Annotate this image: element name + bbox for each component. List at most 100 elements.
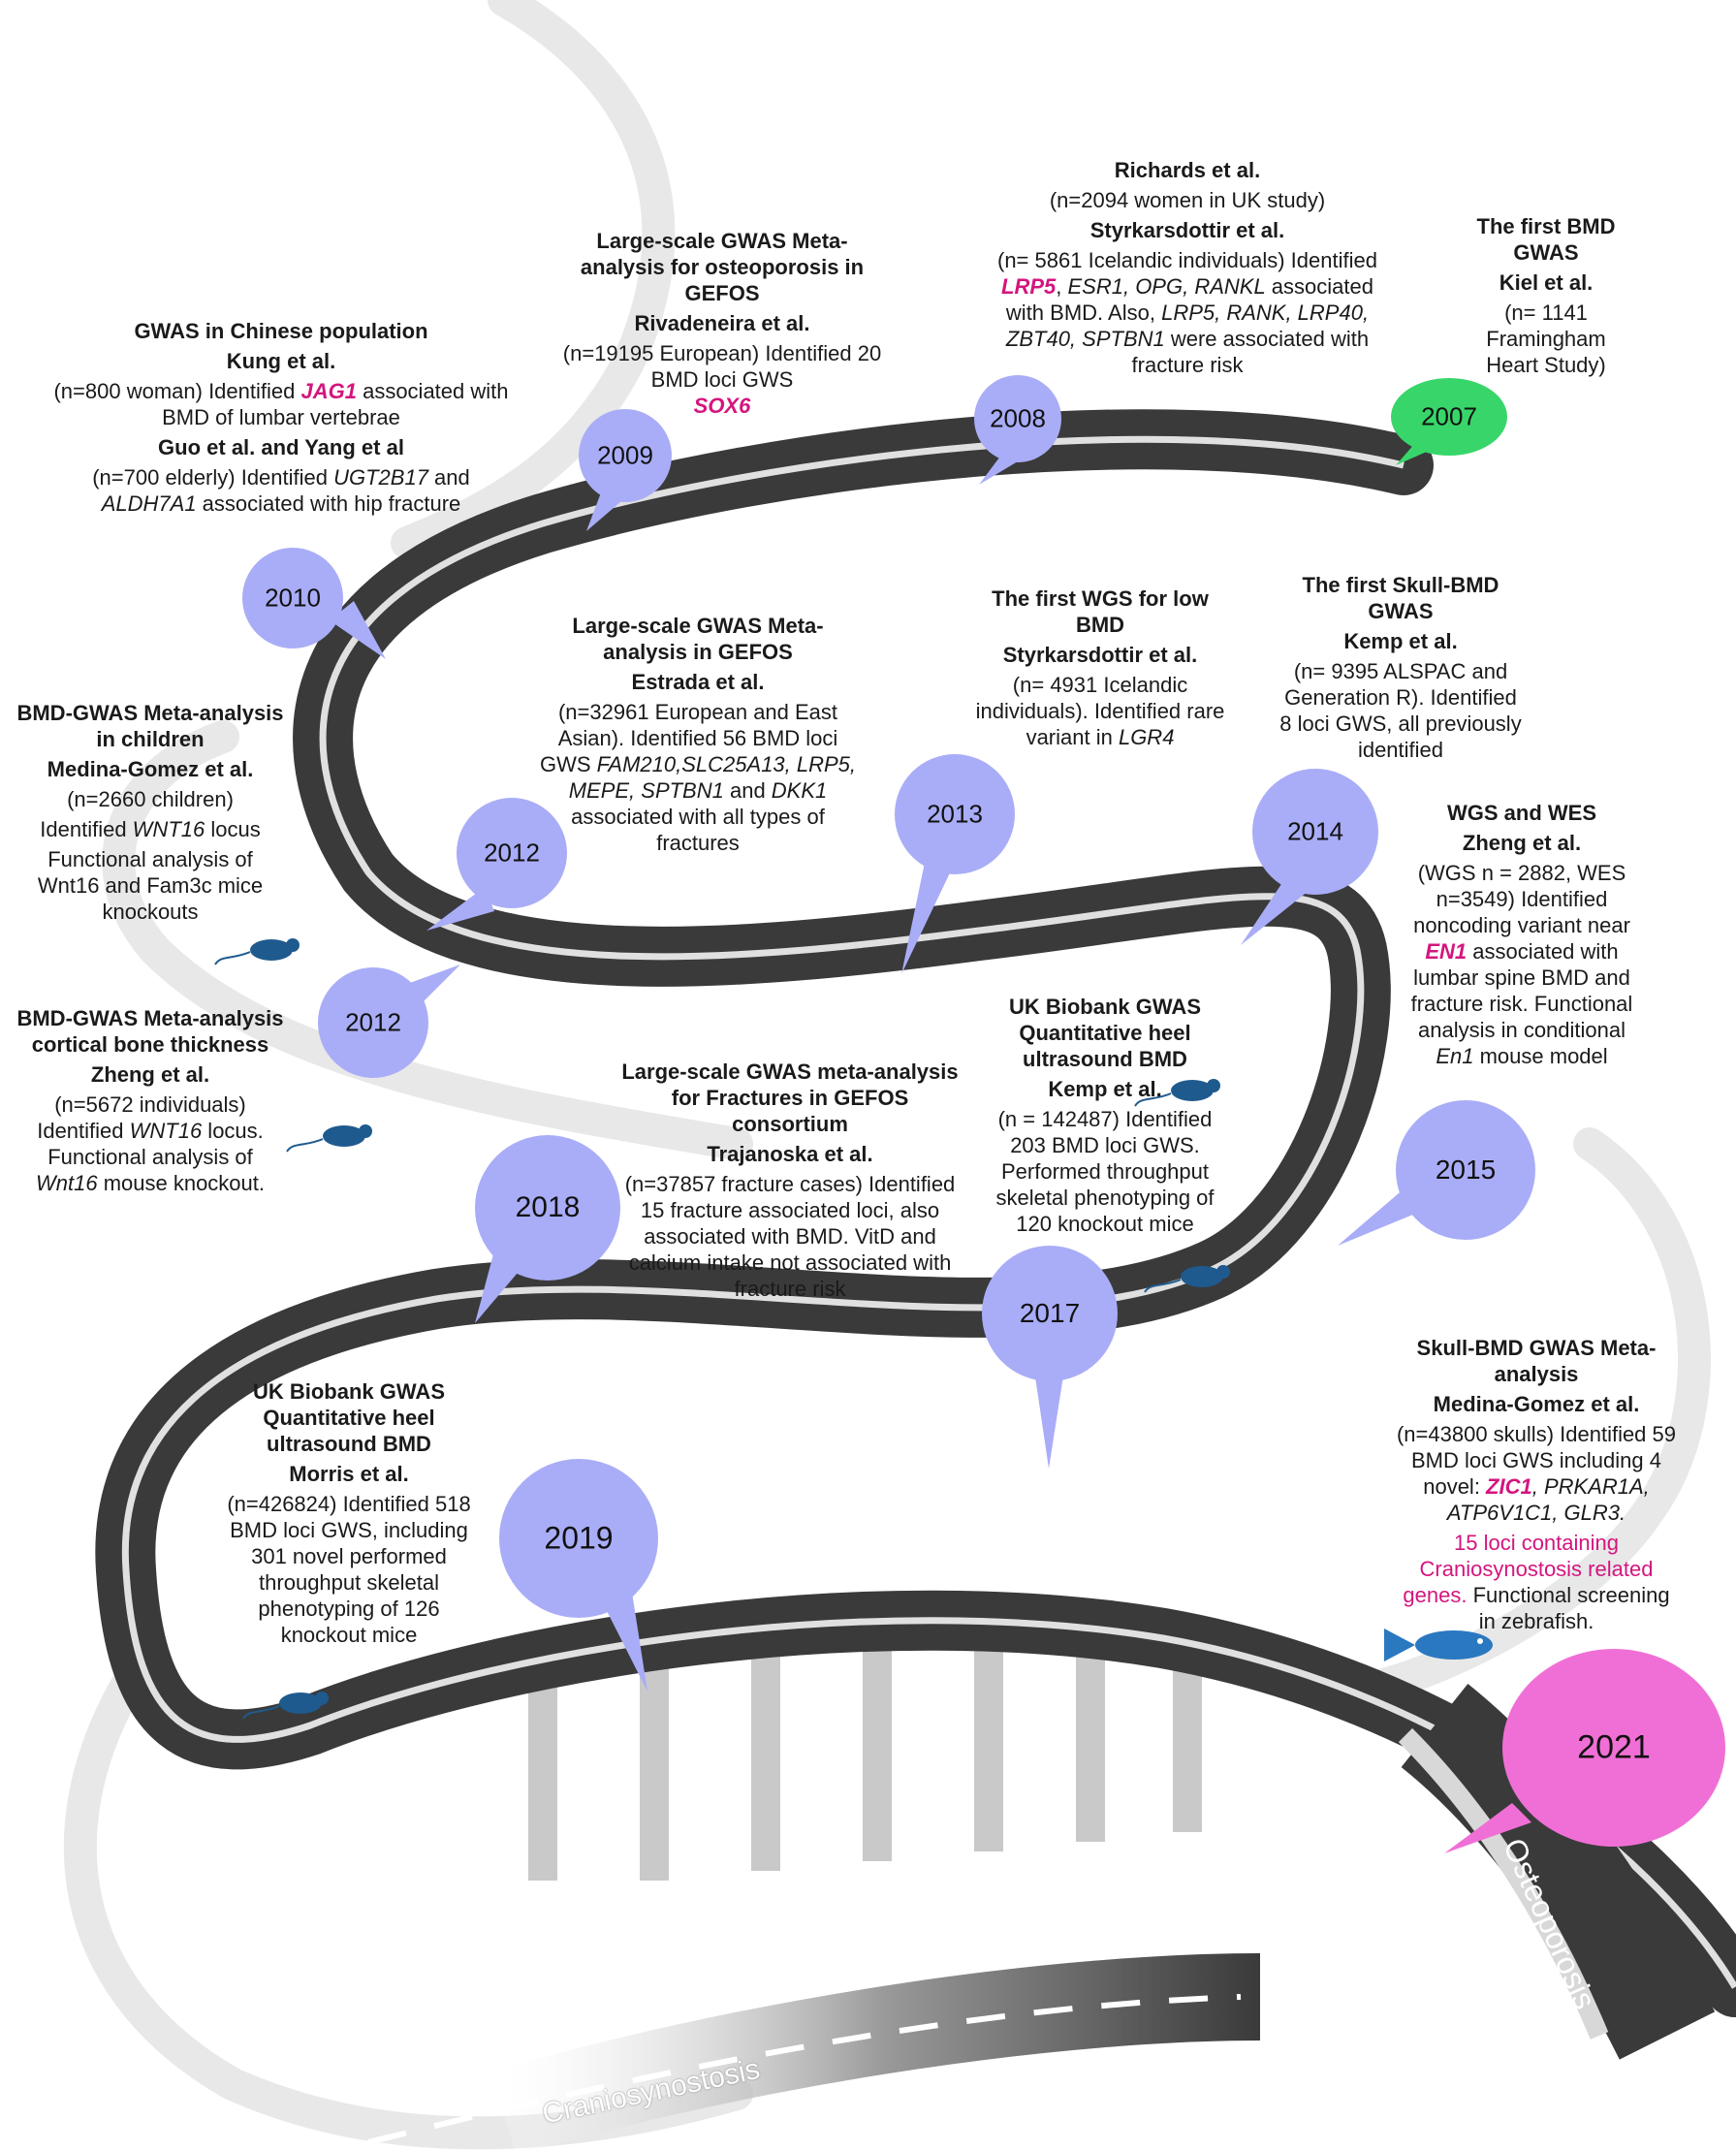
mouse-icon — [214, 938, 300, 965]
desc-part: associated with hip fracture — [196, 491, 461, 516]
study-desc: (n=19195 European) Identified 20 BMD loc… — [562, 341, 882, 392]
study-2014: The first Skull-BMD GWAS Kemp et al. (n=… — [1279, 572, 1522, 763]
study-2007: The first BMD GWAS Kiel et al. (n= 1141 … — [1459, 213, 1633, 378]
study-2015: WGS and WES Zheng et al. (WGS n = 2882, … — [1401, 800, 1643, 1069]
gene-highlight: ZIC1 — [1486, 1474, 1532, 1499]
mouse-icon — [1144, 1265, 1230, 1293]
gene-list: FAM210,SLC25A13, LRP5, MEPE, SPTBN1 — [568, 752, 857, 803]
desc-part: and — [723, 778, 772, 803]
study-desc: Identified WNT16 locus — [15, 816, 286, 842]
study-title: GWAS in Chinese population — [134, 319, 428, 343]
year-2015: 2015 — [1435, 1155, 1497, 1185]
desc-part: Identified — [40, 817, 133, 841]
study-2019: UK Biobank GWAS Quantitative heel ultras… — [223, 1378, 475, 1648]
bubble-2012b — [318, 965, 460, 1078]
year-2021: 2021 — [1577, 1728, 1651, 1766]
mouse-icon — [1134, 1079, 1220, 1107]
year-2018: 2018 — [515, 1191, 581, 1223]
bridge-pillars — [528, 1648, 1202, 1881]
study-authors: Estrada et al. — [631, 670, 765, 694]
gene-list: , PRKAR1A, ATP6V1C1, GLR3. — [1446, 1474, 1650, 1525]
desc-part: Functional screening in zebrafish. — [1467, 1583, 1670, 1633]
desc-part: associated with lumbar spine BMD and fra… — [1410, 939, 1633, 1042]
study-authors: Styrkarsdottir et al. — [1002, 643, 1198, 667]
study-desc: (n= 9395 ALSPAC and Generation R). Ident… — [1279, 659, 1522, 762]
study-title: Large-scale GWAS Meta-analysis for osteo… — [580, 229, 865, 305]
osteo-lane — [1398, 1727, 1609, 2040]
desc-part: associated with all types of fractures — [571, 805, 825, 855]
year-2017: 2017 — [1019, 1298, 1081, 1328]
desc-part: (n=800 woman) Identified — [53, 379, 301, 403]
mouse-icon — [242, 1692, 329, 1720]
bubble-2017 — [982, 1246, 1118, 1469]
study-desc: (n= 5861 Icelandic individuals) Identifi… — [997, 248, 1377, 377]
bubble-2015 — [1338, 1100, 1535, 1246]
study-desc: (n=800 woman) Identified JAG1 associated… — [53, 378, 509, 430]
study-desc: (n= 4931 Icelandic individuals). Identif… — [969, 672, 1231, 750]
year-2014: 2014 — [1287, 816, 1343, 846]
study-desc: (n=32961 European and East Asian). Ident… — [538, 699, 858, 856]
study-desc: Functional analysis of Wnt16 and Fam3c m… — [37, 847, 264, 924]
study-title: BMD-GWAS Meta-analysis cortical bone thi… — [16, 1006, 284, 1057]
study-2010: GWAS in Chinese population Kung et al. (… — [53, 318, 509, 517]
study-title: WGS and WES — [1447, 801, 1596, 825]
gene-highlight: LRP5 — [1001, 274, 1057, 299]
study-title: Large-scale GWAS meta-analysis for Fract… — [621, 1060, 959, 1136]
study-title: Richards et al. — [1114, 158, 1261, 182]
gene: ALDH7A1 — [101, 491, 197, 516]
study-desc: 15 loci containing Craniosynostosis rela… — [1396, 1530, 1677, 1634]
desc-part: locus — [205, 817, 261, 841]
desc-part: associated with BMD of lumbar vertebrae — [162, 379, 509, 429]
bubble-2013 — [895, 754, 1015, 974]
gene-list: ESR1, OPG, RANKL — [1067, 274, 1266, 299]
study-authors: Kemp et al. — [1048, 1077, 1162, 1101]
study-2013: The first WGS for low BMD Styrkarsdottir… — [969, 585, 1231, 750]
gene: WNT16 — [132, 817, 205, 841]
study-title: The first Skull-BMD GWAS — [1302, 573, 1499, 623]
gene: UGT2B17 — [333, 465, 428, 490]
year-2019: 2019 — [544, 1520, 614, 1556]
study-2012-cortical: BMD-GWAS Meta-analysis cortical bone thi… — [15, 1005, 286, 1196]
study-authors: Trajanoska et al. — [707, 1142, 873, 1166]
gene-highlight: EN1 — [1425, 939, 1468, 964]
study-title: BMD-GWAS Meta-analysis in children — [16, 701, 284, 751]
year-2012b: 2012 — [345, 1007, 401, 1037]
study-desc: (n=2660 children) — [67, 787, 234, 811]
study-2017: UK Biobank GWAS Quantitative heel ultras… — [984, 994, 1226, 1237]
study-2009: Large-scale GWAS Meta-analysis for osteo… — [557, 228, 887, 419]
bubble-2009 — [579, 409, 672, 531]
gene-highlight: JAG1 — [300, 379, 357, 403]
desc-part: (WGS n = 2882, WES n=3549) Identified no… — [1413, 861, 1630, 937]
gene: En1 — [1436, 1044, 1474, 1068]
mouse-icon — [1193, 1284, 1195, 1286]
study-2008: Richards et al. (n=2094 women in UK stud… — [994, 157, 1381, 378]
study-desc: (n= 1141 Framingham Heart Study) — [1486, 301, 1606, 377]
osteo-road — [1401, 1684, 1716, 2060]
gene: LGR4 — [1118, 725, 1175, 749]
study-authors: Kiel et al. — [1499, 270, 1594, 295]
study-title: Large-scale GWAS Meta-analysis in GEFOS — [572, 614, 824, 664]
study-title: Skull-BMD GWAS Meta-analysis — [1416, 1336, 1657, 1386]
year-2010: 2010 — [265, 583, 321, 613]
bubble-2010 — [242, 548, 386, 659]
desc-part: mouse knockout. — [97, 1171, 266, 1195]
desc-part: and — [427, 465, 470, 490]
desc-part: associated with BMD. Also, — [1005, 274, 1373, 325]
year-2007: 2007 — [1421, 401, 1477, 431]
study-desc: (n=426824) Identified 518 BMD loci GWS, … — [227, 1492, 471, 1647]
study-desc: (n = 142487) Identified 203 BMD loci GWS… — [995, 1107, 1215, 1236]
study-authors: Morris et al. — [289, 1462, 409, 1486]
study-authors: Guo et al. and Yang et al — [158, 435, 404, 459]
study-authors: Medina-Gomez et al. — [47, 757, 254, 781]
desc-part: locus. Functional analysis of — [47, 1119, 264, 1169]
desc-part: (n= 5861 Icelandic individuals) Identifi… — [997, 248, 1377, 272]
gene-list: LRP5, RANK, LRP40, ZBT40, SPTBN1 — [1005, 301, 1370, 351]
study-authors: Zheng et al. — [1462, 831, 1582, 855]
desc-part: mouse model — [1473, 1044, 1608, 1068]
gene-highlight: SOX6 — [693, 394, 751, 418]
study-desc: (n=5672 individuals) Identified WNT16 lo… — [15, 1091, 286, 1196]
study-2018: Large-scale GWAS meta-analysis for Fract… — [620, 1059, 960, 1302]
study-authors: Kung et al. — [226, 349, 336, 373]
desc-part: (n=43800 skulls) Identified 59 BMD loci … — [1396, 1422, 1677, 1499]
